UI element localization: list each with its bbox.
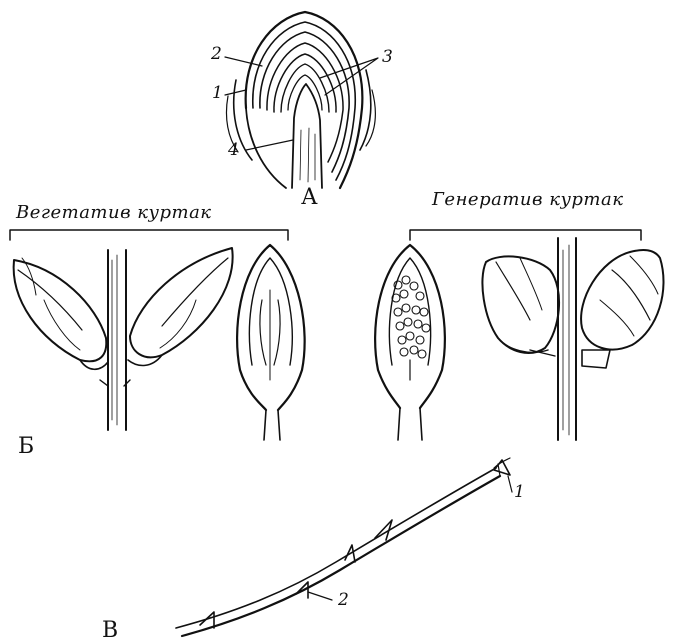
bud-section-a	[225, 12, 378, 188]
callout-a-1: 1	[212, 85, 223, 102]
callout-a-2: 2	[211, 46, 222, 63]
generative-bud-section	[375, 245, 445, 440]
vegetative-bracket	[10, 230, 288, 240]
callout-a-3: 3	[382, 49, 393, 66]
vegetative-bud-section	[237, 245, 305, 440]
vegetative-shoot	[14, 248, 233, 430]
callout-v-1: 1	[514, 484, 525, 501]
vegetative-bud-caption: Вегетатив куртак	[16, 204, 212, 222]
panel-label-a: А	[301, 187, 318, 209]
panel-label-b: Б	[18, 436, 34, 458]
callout-a-4: 4	[228, 142, 239, 159]
generative-bud-caption: Генератив куртак	[432, 191, 623, 209]
generative-bracket	[410, 230, 641, 240]
generative-shoot	[482, 238, 663, 440]
panel-label-v: В	[102, 620, 118, 642]
callout-v-2: 2	[338, 592, 349, 609]
